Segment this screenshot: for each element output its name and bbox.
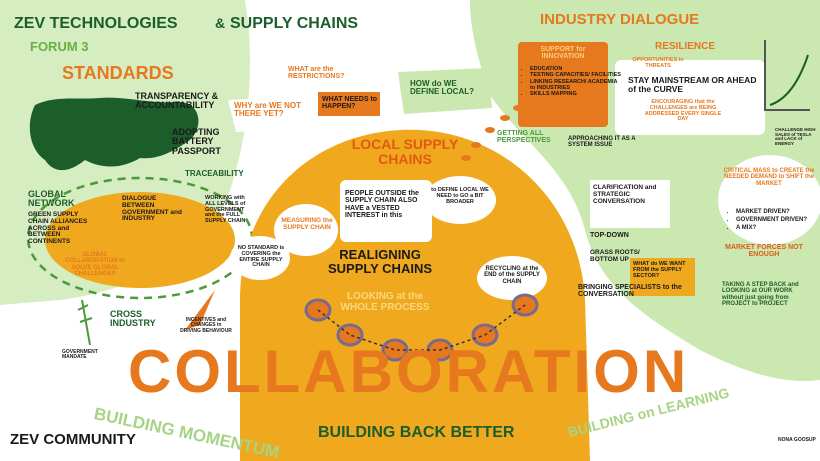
growth-chart-icon bbox=[764, 40, 810, 111]
market-option: MARKET DRIVEN? bbox=[736, 208, 807, 216]
q-define: HOW do WE DEFINE LOCAL? bbox=[410, 79, 474, 97]
q-happen: WHAT NEEDS to HAPPEN? bbox=[322, 96, 378, 111]
signature: NONA GOOSUP bbox=[778, 437, 816, 443]
getting-text: GETTING ALL PERSPECTIVES bbox=[497, 130, 551, 145]
recycling-oval bbox=[477, 256, 547, 300]
traceability-text: TRACEABILITY bbox=[185, 169, 244, 178]
innovation-list: EDUCATION TESTING CAPACITIES/ FACILITIES… bbox=[520, 66, 622, 98]
critical-oval bbox=[718, 155, 820, 245]
innovation-item: EDUCATION bbox=[530, 66, 622, 72]
carrot-icon bbox=[185, 290, 215, 330]
critical-text: CRITICAL MASS to CREATE the NEEDED DEMAN… bbox=[723, 168, 815, 187]
world-map-icon bbox=[29, 97, 199, 171]
working-text: WORKING with ALL LEVELS of GOVERNMENT an… bbox=[205, 195, 246, 225]
clarification-text: CLARIFICATION and STRATEGIC CONVERSATION bbox=[593, 184, 657, 205]
stay-text: STAY MAINSTREAM OR AHEAD of the CURVE bbox=[628, 75, 757, 94]
title-amp: & bbox=[215, 15, 226, 31]
bubble-happen bbox=[318, 92, 380, 116]
innovation-item: LINKING RESEARCH/ ACADEMIA to INDUSTRIES bbox=[530, 79, 622, 92]
collaboration-text: COLLABORATION bbox=[128, 338, 690, 405]
pebbles bbox=[461, 105, 523, 161]
looking-text: LOOKING at the WHOLE PROCESS bbox=[340, 291, 430, 313]
clarification-box bbox=[590, 180, 670, 228]
people-box bbox=[340, 180, 432, 242]
bringing-text: BRINGING SPECIALISTS to the CONVERSATION bbox=[578, 284, 682, 299]
no-standard-text: NO STANDARD is COVERING the ENTIRE SUPPL… bbox=[237, 245, 285, 269]
supply-chain-nodes bbox=[304, 293, 539, 362]
opportunities-text: OPPORTUNITIES in THREATS bbox=[632, 57, 684, 69]
encouraging-text: ENCOURAGING that the CHALLENGES are BEIN… bbox=[644, 99, 722, 123]
collab-text: GLOBAL COLLABORATION to SOLVE GLOBAL CHA… bbox=[65, 252, 125, 277]
mandate-text: GOVERNMENT MANDATE bbox=[62, 349, 98, 361]
local-heading: LOCAL SUPPLY CHAINS bbox=[351, 136, 459, 167]
measuring-circle bbox=[274, 204, 338, 256]
title-rest: SUPPLY CHAINS bbox=[230, 15, 359, 32]
realigning-text: REALIGNING SUPPLY CHAINS bbox=[327, 247, 433, 276]
innovation-item: TESTING CAPACITIES/ FACILITIES bbox=[530, 72, 622, 78]
global-network-heading: GLOBAL NETWORK bbox=[28, 189, 75, 209]
define-need-oval bbox=[424, 176, 496, 224]
alliances-text: GREEN SUPPLY CHAIN ALLIANCES ACROSS and … bbox=[28, 211, 88, 246]
stay-box bbox=[615, 60, 765, 135]
transparency-text: TRANSPARENCY & ACCOUNTABILITY bbox=[135, 91, 219, 111]
wheat-icon bbox=[77, 299, 93, 346]
forum-label: FORUM 3 bbox=[30, 39, 89, 54]
title-main: ZEV TECHNOLOGIES bbox=[14, 15, 178, 32]
cross-industry-text: CROSS INDUSTRY bbox=[110, 309, 156, 329]
market-option: A MIX? bbox=[736, 224, 807, 232]
people-text: PEOPLE OUTSIDE the SUPPLY CHAIN ALSO HAV… bbox=[345, 190, 419, 220]
recycling-text: RECYCLING at the END of the SUPPLY CHAIN bbox=[484, 266, 540, 285]
topdown-text: TOP-DOWN bbox=[590, 232, 629, 239]
dialogue-text: DIALOGUE BETWEEN GOVERNMENT and INDUSTRY bbox=[122, 195, 182, 223]
approach-text: APPROACHING IT AS A SYSTEM ISSUE bbox=[568, 136, 636, 149]
battery-text: ADOPTING BATTERY PASSPORT bbox=[172, 127, 221, 156]
q-why: WHY are WE NOT THERE YET? bbox=[234, 101, 301, 119]
no-standard-oval bbox=[230, 236, 290, 280]
define-need-text: to DEFINE LOCAL WE NEED to GO a BIT BROA… bbox=[431, 187, 489, 205]
support-innovation: SUPPORT for INNOVATION bbox=[540, 46, 586, 61]
market-options: MARKET DRIVEN? GOVERNMENT DRIVEN? A MIX? bbox=[726, 208, 807, 232]
challenge-note: CHALLENGE HIGH SALES of TESLA and LACK o… bbox=[775, 127, 816, 147]
global-network-oval bbox=[45, 192, 235, 288]
standards-heading: STANDARDS bbox=[62, 63, 174, 83]
community-text: ZEV COMMUNITY bbox=[10, 431, 136, 448]
grassroot-text: GRASS ROOTS/ BOTTOM UP bbox=[590, 249, 640, 263]
bubble-define bbox=[398, 68, 492, 114]
industry-heading: INDUSTRY DIALOGUE bbox=[540, 11, 700, 28]
bubble-restrictions bbox=[280, 60, 352, 92]
q-restrictions: WHAT are the RESTRICTIONS? bbox=[288, 66, 345, 81]
bubble-why bbox=[228, 96, 312, 132]
market-option: GOVERNMENT DRIVEN? bbox=[736, 216, 807, 224]
q-what-box bbox=[630, 258, 695, 296]
measuring-text: MEASURING the SUPPLY CHAIN bbox=[281, 217, 333, 231]
q-what-text: WHAT do WE WANT FROM the SUPPLY SECTOR? bbox=[633, 261, 686, 279]
innovation-box bbox=[518, 42, 608, 127]
market-forces-text: MARKET FORCES NOT ENOUGH bbox=[725, 244, 803, 259]
resilience-heading: RESILIENCE bbox=[655, 41, 716, 52]
incentives-text: INCENTIVES and CHANGES in DRIVING BEHAVI… bbox=[180, 317, 232, 334]
back-better-text: BUILDING BACK BETTER bbox=[318, 424, 515, 441]
innovation-item: SKILLS MAPPING bbox=[530, 91, 622, 97]
taking-text: TAKING A STEP BACK and LOOKING at OUR WO… bbox=[722, 282, 799, 307]
